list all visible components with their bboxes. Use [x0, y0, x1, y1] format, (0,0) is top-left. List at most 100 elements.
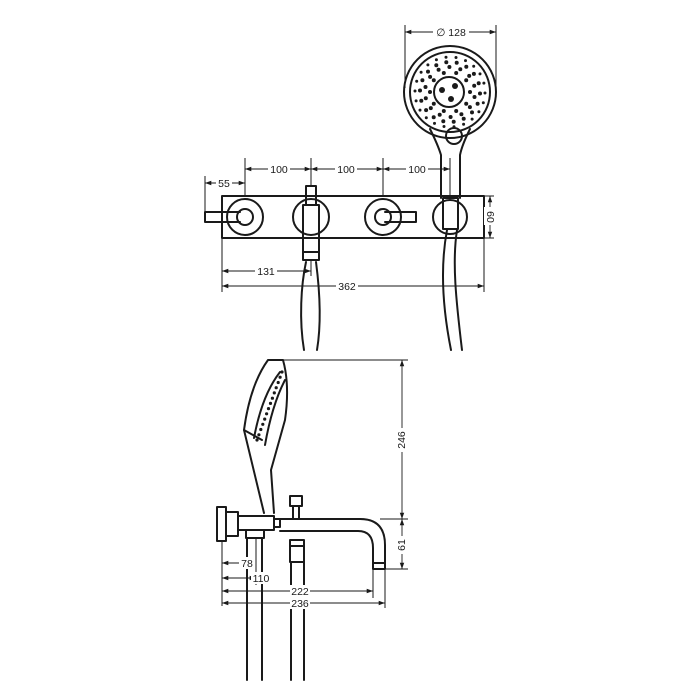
spray-nozzle [426, 69, 430, 74]
spray-nozzle [454, 60, 459, 65]
dim-offset-left: 55 [218, 178, 230, 190]
spray-nozzle [472, 83, 477, 88]
spray-nozzle [472, 95, 477, 99]
spray-nozzle [431, 101, 436, 106]
spray-face-nozzle [259, 427, 263, 432]
hose-shower [441, 229, 452, 351]
front-view: ∅ 128 55 100 100 100 60 131 362 [204, 25, 497, 351]
spray-face-nozzle [280, 370, 284, 374]
spray-face [255, 370, 284, 442]
spray-face-nozzle [272, 391, 276, 395]
spray-face-nozzle [268, 401, 273, 405]
spray-nozzle [414, 99, 418, 103]
spray-nozzle [423, 85, 428, 89]
spray-nozzle [472, 64, 476, 68]
spray-nozzle [476, 81, 481, 86]
spray-nozzle [434, 63, 439, 68]
spray-nozzle [444, 55, 448, 59]
spray-nozzle [471, 71, 476, 76]
dim-outlet-offset: 131 [257, 266, 275, 278]
handshower-head [403, 45, 497, 199]
spray-nozzle [444, 60, 449, 65]
spray-nozzle [478, 91, 482, 96]
spray-nozzle [482, 81, 486, 85]
spray-nozzle [458, 67, 463, 72]
dim-depth-222: 222 [291, 586, 309, 598]
spray-nozzle [441, 71, 446, 75]
dim-depth-78: 78 [241, 558, 253, 570]
spray-face-nozzle [276, 380, 280, 385]
dim-shower-height: 246 [396, 431, 408, 449]
dim-spacing-2: 100 [337, 164, 355, 176]
wall-rosette [216, 506, 227, 542]
spray-nozzle [441, 119, 446, 124]
hose-shower-inner [453, 229, 463, 351]
dim-plate-height: 60 [484, 211, 496, 223]
dim-plate-width: 362 [338, 281, 356, 293]
spray-face-nozzle [266, 407, 271, 411]
spray-face-nozzle [270, 396, 274, 400]
spray-nozzle [464, 64, 469, 69]
spray-nozzle [428, 90, 432, 94]
spray-nozzle [454, 56, 458, 59]
spray-nozzle [464, 101, 469, 106]
spray-nozzle [428, 74, 433, 79]
spray-nozzle [426, 63, 430, 67]
spray-nozzle [419, 98, 424, 103]
spray-nozzle [434, 58, 438, 62]
spray-nozzle [441, 109, 446, 113]
spray-nozzle [447, 65, 452, 69]
spray-nozzle [418, 108, 422, 112]
right-handle [364, 198, 417, 236]
spray-nozzle [424, 116, 428, 120]
hose-valve-inner [315, 261, 321, 351]
spray-nozzle [475, 101, 480, 106]
spray-nozzle [467, 105, 472, 110]
spray-nozzle [470, 110, 474, 115]
spray-nozzle [442, 125, 446, 128]
spray-nozzle [431, 115, 436, 120]
dim-depth-236: 236 [291, 598, 309, 610]
dim-spacing-3: 100 [408, 164, 426, 176]
spray-nozzle [428, 106, 433, 111]
left-handle [204, 198, 264, 236]
spray-nozzle [423, 96, 428, 101]
spray-nozzle [424, 108, 429, 113]
spray-nozzle [451, 119, 456, 124]
spray-nozzle [462, 122, 466, 126]
spray-nozzle [481, 101, 485, 105]
shower-holder [432, 197, 468, 235]
spray-face-nozzle [265, 412, 269, 416]
spray-nozzle [413, 89, 417, 93]
spray-face-nozzle [261, 422, 265, 426]
spray-nozzle [448, 115, 453, 119]
spray-nozzles [413, 55, 487, 129]
spray-face-nozzle [278, 375, 282, 379]
diverter-valve [292, 185, 330, 261]
spray-nozzle [470, 117, 474, 121]
spray-nozzle [477, 110, 481, 114]
spray-nozzle [415, 79, 419, 83]
spray-nozzle [467, 73, 472, 78]
side-view: 246 61 78 110 222 236 [216, 359, 408, 681]
spray-nozzle [420, 78, 425, 83]
spray-nozzle [431, 78, 436, 83]
hose-valve [300, 261, 307, 351]
spray-nozzle [478, 72, 482, 76]
mount-body [237, 515, 275, 531]
wall-plate [221, 195, 485, 239]
handshower-side [243, 359, 289, 514]
spray-nozzle [454, 71, 459, 75]
spray-nozzle [459, 112, 464, 117]
spray-nozzle [436, 67, 441, 72]
dim-spout-height: 61 [396, 539, 408, 551]
spray-face-nozzle [263, 417, 267, 421]
dim-depth-110: 110 [253, 573, 270, 585]
spray-nozzle [464, 59, 467, 63]
dim-spacing-1: 100 [270, 164, 288, 176]
spray-nozzle [437, 112, 442, 117]
spray-nozzle [454, 109, 459, 113]
spray-face-nozzle [255, 438, 259, 442]
spray-face-nozzle [257, 433, 261, 437]
spray-face-nozzle [274, 386, 278, 390]
